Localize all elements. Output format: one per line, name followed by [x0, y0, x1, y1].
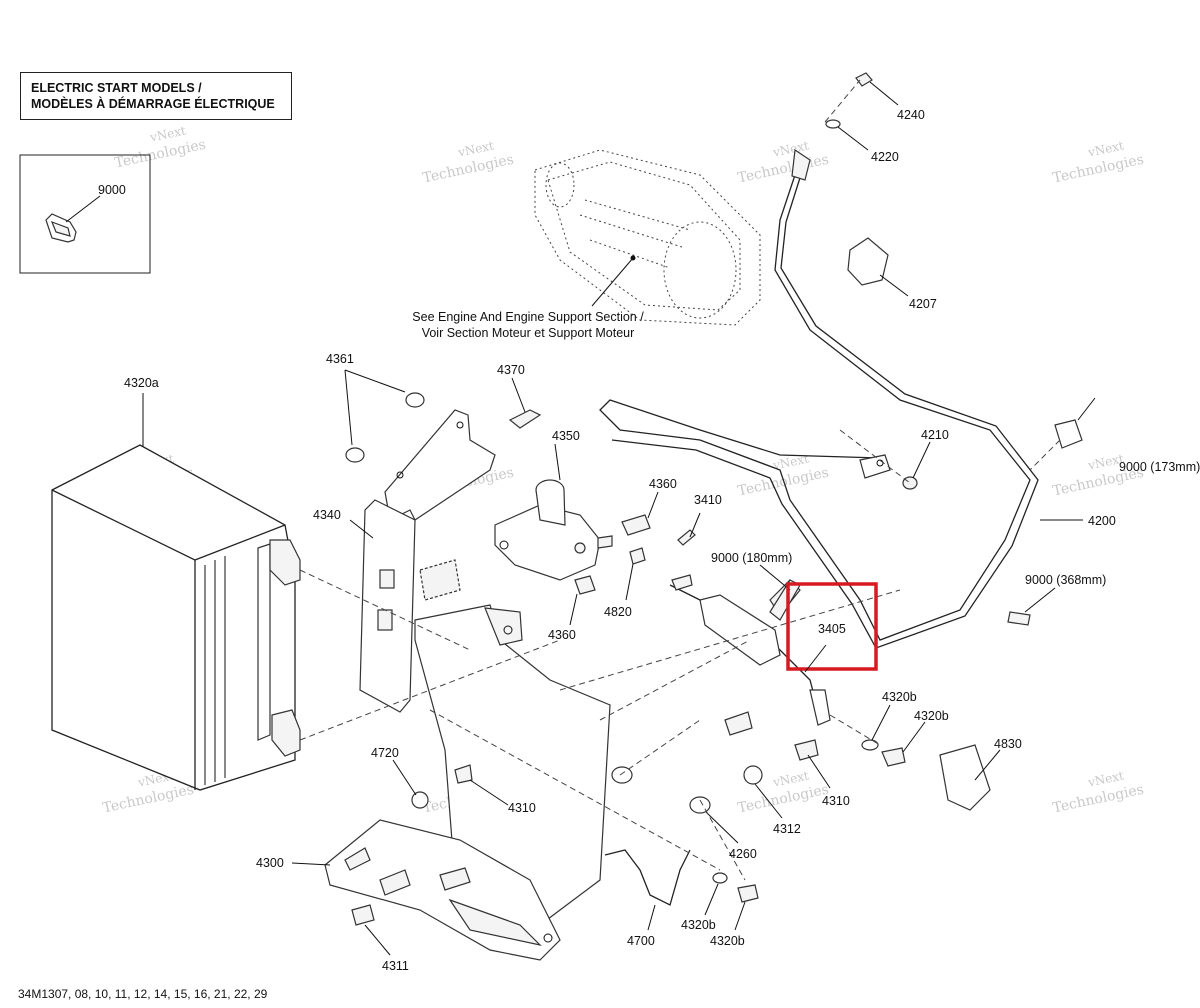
callout-4207: 4207: [909, 297, 937, 311]
callout-4260: 4260: [729, 847, 757, 861]
callout-9000: 9000: [98, 183, 126, 197]
battery: [51, 393, 301, 791]
callout-4220: 4220: [871, 150, 899, 164]
callout-4361: 4361: [326, 352, 354, 366]
callout-4340: 4340: [313, 508, 341, 522]
callout-4312: 4312: [773, 822, 801, 836]
solenoid-4350: [494, 443, 613, 581]
title-line2: MODÈLES À DÉMARRAGE ÉLECTRIQUE: [31, 97, 275, 111]
callout-4830: 4830: [994, 737, 1022, 751]
title-box: ELECTRIC START MODELS / MODÈLES À DÉMARR…: [20, 72, 292, 120]
callout-4700: 4700: [627, 934, 655, 948]
battery-terminal-icon: [271, 709, 301, 757]
battery-tray: [324, 604, 611, 961]
watermark: vNext Technologies: [1051, 768, 1145, 816]
note-line1: See Engine And Engine Support Section /: [412, 310, 644, 324]
callout-4320b: 4320b: [914, 709, 949, 723]
callout-9000-173mm: 9000 (173mm): [1119, 460, 1200, 474]
callout-9000-368mm: 9000 (368mm): [1025, 573, 1106, 587]
callout-4320b: 4320b: [681, 918, 716, 932]
callout-4311: 4311: [382, 959, 409, 973]
note-line2: Voir Section Moteur et Support Moteur: [422, 326, 635, 340]
callout-4350: 4350: [552, 429, 580, 443]
watermark: vNext Technologies: [736, 138, 830, 186]
callout-4240: 4240: [897, 108, 925, 122]
watermark: vNext Technologies: [1051, 138, 1145, 186]
callout-4320b: 4320b: [710, 934, 745, 948]
callout-4310: 4310: [508, 801, 536, 815]
callout-4310: 4310: [822, 794, 850, 808]
callout-4360: 4360: [548, 628, 576, 642]
cables: [599, 148, 1039, 726]
watermark: vNext Technologies: [421, 138, 515, 186]
assembly-lines: [299, 79, 1061, 881]
callout-labels: 9000 4240 4220 4207 4361 4370 4320a 4350…: [98, 108, 1200, 973]
callout-4210: 4210: [921, 428, 949, 442]
callout-4200: 4200: [1088, 514, 1116, 528]
callout-4820: 4820: [604, 605, 632, 619]
callout-4320a: 4320a: [124, 376, 159, 390]
battery-terminal-icon: [269, 539, 301, 586]
nut-icon: [855, 72, 873, 87]
starter-motor: [534, 149, 761, 326]
hardware: [291, 72, 1096, 956]
callout-4720: 4720: [371, 746, 399, 760]
callout-4300: 4300: [256, 856, 284, 870]
footer-reference: 34M1307, 08, 10, 11, 12, 14, 15, 16, 21,…: [18, 987, 268, 1001]
callout-4320b: 4320b: [882, 690, 917, 704]
bracket-4340: [349, 409, 496, 713]
callout-4360: 4360: [649, 477, 677, 491]
callout-3410: 3410: [694, 493, 722, 507]
title-line1: ELECTRIC START MODELS /: [31, 81, 202, 95]
watermark: vNext Technologies: [113, 123, 207, 171]
callout-9000-180mm: 9000 (180mm): [711, 551, 792, 565]
callout-3405: 3405: [818, 622, 846, 636]
highlight-box: [786, 582, 878, 671]
callout-4370: 4370: [497, 363, 525, 377]
inset-box: [19, 154, 151, 274]
